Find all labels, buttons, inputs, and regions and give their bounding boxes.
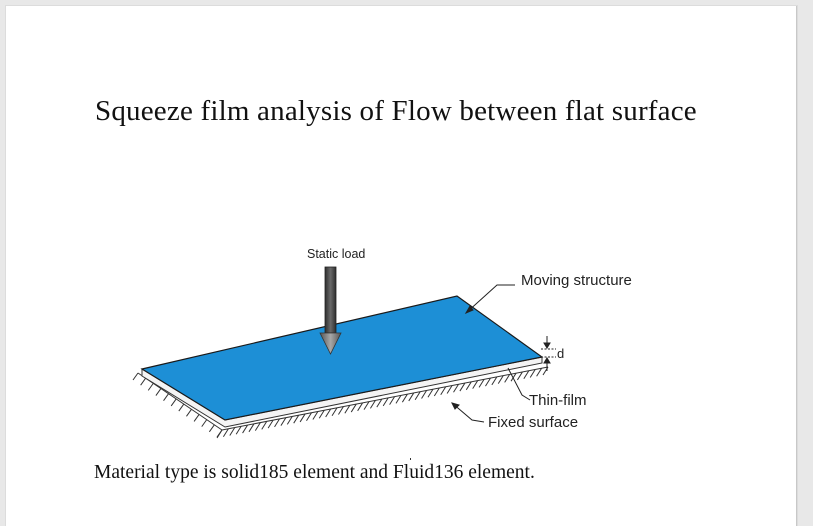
hatch-tick: [338, 406, 344, 415]
hatch-tick: [242, 424, 248, 434]
fixed-surface-leader: [451, 402, 485, 423]
hatch-tick: [459, 382, 466, 392]
hatch-tick: [376, 398, 383, 408]
hatch-tick: [357, 402, 364, 412]
hatch-tick: [248, 423, 255, 433]
hatch-tick: [325, 408, 332, 418]
hatch-tick: [478, 379, 485, 388]
hatch-tick: [395, 395, 402, 404]
hatch-tick: [274, 418, 280, 428]
hatch-tick: [280, 417, 287, 426]
hatch-tick: [427, 388, 434, 398]
hatch-tick: [382, 397, 389, 407]
hatch-tick: [497, 375, 504, 384]
hatch-tick: [350, 403, 357, 413]
hatch-tick: [414, 391, 421, 400]
slide-caption: Material type is solid185 element and Fl…: [94, 462, 535, 483]
hatch-tick: [510, 372, 517, 382]
hatch-tick: [389, 396, 396, 405]
hatch-tick: [312, 411, 319, 420]
thin-film-leader: [507, 367, 531, 401]
hatch-tick: [331, 407, 338, 417]
hatch-tick: [208, 424, 215, 433]
hatch-tick: [433, 387, 440, 397]
gap-dimension: [541, 336, 556, 371]
hatch-tick: [235, 426, 242, 435]
hatch-tick: [408, 392, 415, 402]
hatch-tick: [155, 388, 162, 396]
hatch-tick: [517, 371, 523, 381]
slide-title: Squeeze film analysis of Flow between fl…: [95, 95, 697, 127]
slide-page: [6, 6, 797, 526]
hatch-tick: [286, 416, 293, 425]
hatch-tick: [140, 377, 147, 386]
hatch-tick: [491, 376, 498, 386]
hatch-tick: [147, 383, 154, 391]
hatch-tick: [523, 370, 530, 379]
hatch-tick: [318, 409, 325, 419]
hatch-tick: [465, 381, 472, 391]
hatch-tick: [254, 422, 261, 431]
stray-mark: [410, 458, 411, 460]
static-load-label: Static load: [307, 247, 365, 261]
hatch-tick: [401, 393, 408, 403]
hatch-tick: [170, 398, 177, 407]
gap-label: d: [557, 346, 564, 361]
fixed-surface-label: Fixed surface: [488, 414, 578, 431]
hatch-tick: [201, 419, 208, 427]
hatch-tick: [193, 414, 200, 422]
hatch-tick: [421, 390, 427, 399]
hatch-tick: [504, 374, 511, 383]
hatch-tick: [163, 393, 169, 402]
hatch-tick: [178, 403, 185, 412]
hatch-tick: [229, 427, 236, 436]
hatch-tick: [363, 401, 370, 410]
hatch-tick: [344, 405, 351, 414]
squeeze-film-diagram: Static load Moving structure d Thin-film…: [132, 247, 632, 439]
hatch-tick: [299, 413, 306, 423]
hatch-tick: [369, 400, 376, 409]
hatch-tick: [267, 419, 274, 429]
hatch-tick: [472, 380, 479, 389]
hatch-tick: [446, 385, 453, 394]
moving-structure-leader: [464, 284, 515, 315]
hatch-tick: [453, 384, 459, 393]
hatch-tick: [132, 372, 139, 381]
moving-structure-label: Moving structure: [521, 272, 632, 289]
hatch-tick: [261, 421, 268, 430]
hatch-tick: [222, 428, 229, 438]
fixed-surface-hatching: [132, 366, 549, 439]
hatch-tick: [485, 377, 491, 387]
hatch-tick: [536, 367, 543, 377]
hatch-tick: [186, 408, 192, 417]
hatch-tick: [529, 369, 536, 378]
hatch-tick: [293, 414, 300, 424]
hatch-tick: [216, 429, 223, 439]
static-load-arrow: [319, 266, 342, 355]
thin-film-label: Thin-film: [529, 392, 587, 409]
hatch-tick: [440, 386, 447, 396]
hatch-tick: [306, 412, 312, 421]
